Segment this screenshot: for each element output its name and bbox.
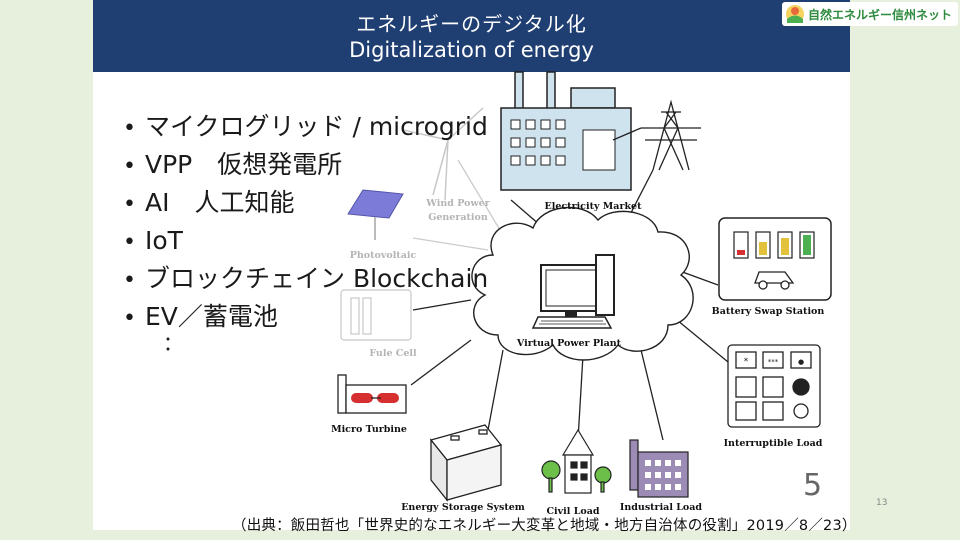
svg-text:*: * — [744, 357, 749, 367]
micro-turbine-icon — [337, 374, 407, 414]
bullet-item: •AI 人工知能 — [123, 188, 295, 217]
power-tower-icon — [612, 99, 701, 171]
line-interruptible — [676, 319, 729, 363]
industrial-building-icon — [629, 439, 689, 498]
interruptible-load-label: Interruptible Load — [724, 438, 823, 449]
svg-text:●: ● — [798, 358, 804, 366]
slide-title-english: Digitalization of energy — [349, 38, 594, 62]
line-wind — [457, 159, 504, 236]
industrial-load-label: Industrial Load — [620, 502, 702, 513]
solar-panel-icon — [347, 189, 404, 240]
line-civil — [577, 354, 584, 441]
bullet-item: •IoT — [123, 226, 183, 255]
factory-icon — [500, 71, 632, 191]
slide-header: エネルギーのデジタル化 Digitalization of energy — [93, 0, 850, 72]
line-industrial — [640, 349, 664, 441]
logo-icon — [786, 5, 804, 23]
civil-load-label: Civil Load — [546, 506, 599, 517]
bullet-item: •ブロックチェイン Blockchain — [123, 264, 489, 293]
wind-power-label-1: Wind Power — [425, 198, 490, 209]
bullet-list: •マイクログリッド / microgrid •VPP 仮想発電所 •AI 人工知… — [123, 108, 488, 366]
organization-logo: 自然エネルギー信州ネット — [782, 2, 958, 26]
photovoltaic-label: Photovoltaic — [350, 250, 417, 261]
fuel-cell-icon — [340, 289, 412, 341]
line-energy-storage — [487, 349, 504, 431]
line-photovoltaic — [412, 237, 489, 251]
control-panel-icon: * *** ● — [727, 344, 821, 428]
bullet-ellipsis: ： — [163, 331, 183, 355]
battery-swap-station-label: Battery Swap Station — [712, 306, 825, 317]
line-micro-turbine — [410, 339, 472, 386]
source-citation: （出典：飯田哲也「世界史的なエネルギー大変革と地域・地方自治体の役割」2019／… — [232, 518, 857, 534]
fuel-cell-label: Fule Cell — [369, 348, 417, 359]
energy-storage-system-label: Energy Storage System — [401, 502, 525, 513]
slide-title-japanese: エネルギーのデジタル化 — [356, 12, 587, 36]
line-fuel-cell — [412, 299, 472, 311]
small-page-number: 13 — [876, 498, 888, 508]
wind-power-label-2: Generation — [428, 212, 488, 223]
computer-icon — [531, 254, 615, 329]
car-icon — [754, 271, 795, 290]
logo-text: 自然エネルギー信州ネット — [808, 7, 953, 22]
wind-turbine-icon — [402, 107, 484, 201]
slide: エネルギーのデジタル化 Digitalization of energy — [93, 0, 850, 530]
vpp-label: Virtual Power Plant — [516, 338, 622, 349]
electricity-market-label: Electricity Market — [545, 201, 643, 212]
micro-turbine-label: Micro Turbine — [331, 424, 407, 435]
vpp-diagram: Virtual Power Plant Electricity Market — [331, 71, 832, 517]
svg-text:***: *** — [768, 358, 779, 366]
house-icon — [541, 428, 612, 494]
bullet-item: •VPP 仮想発電所 — [123, 150, 343, 179]
battery-storage-icon — [429, 424, 503, 502]
slide-page-number: 5 — [803, 468, 823, 503]
battery-swap-station-icon — [718, 217, 832, 301]
bullet-item: •マイクログリッド / microgrid — [123, 112, 488, 141]
bullet-item: •EV／蓄電池 — [123, 302, 278, 331]
